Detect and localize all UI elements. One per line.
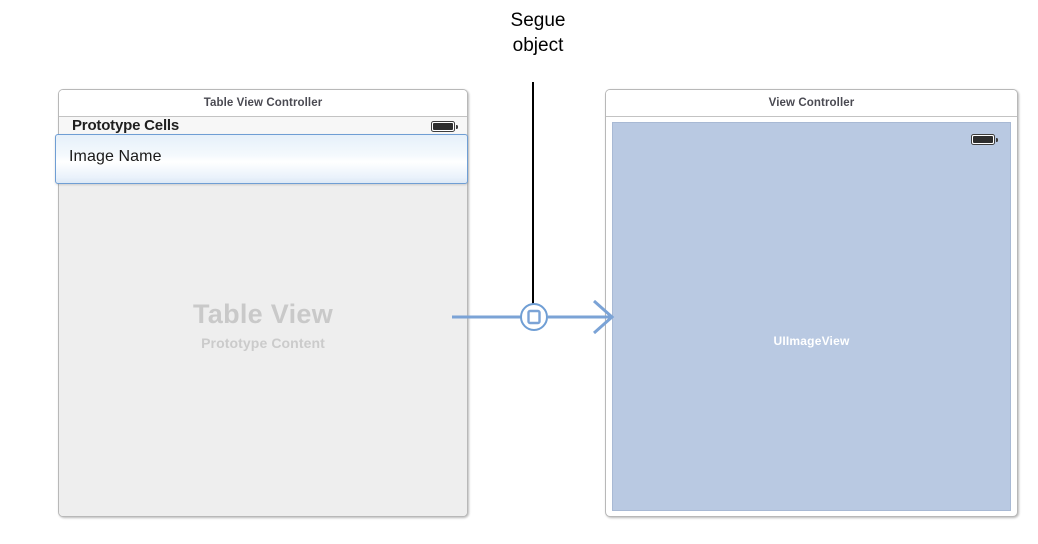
scene-title-label: View Controller <box>768 97 855 109</box>
segue-object-icon <box>527 309 541 325</box>
table-view-content-area[interactable]: Table View Prototype Content <box>59 138 467 516</box>
scene-titlebar-view-controller: View Controller <box>606 90 1017 117</box>
segue-object-circle[interactable] <box>520 303 548 331</box>
table-view-placeholder-title: Table View <box>192 299 334 329</box>
scene-titlebar-table-view-controller: Table View Controller <box>59 90 467 117</box>
prototype-cell-image-name[interactable]: Image Name <box>55 134 468 184</box>
scene-title-label: Table View Controller <box>203 97 323 109</box>
scene-view-controller[interactable]: View Controller UIImageView <box>605 89 1018 517</box>
segue-arrowhead-icon <box>593 299 615 335</box>
callout-leader-line <box>532 82 534 306</box>
prototype-cell-label: Image Name <box>69 148 162 165</box>
uiimageview-region[interactable]: UIImageView <box>612 122 1011 511</box>
callout-label-segue-object: Segue object <box>510 10 566 56</box>
table-view-placeholder-subtitle: Prototype Content <box>201 335 325 351</box>
battery-icon <box>971 134 998 145</box>
segue-connection[interactable] <box>452 294 620 340</box>
scene-body-view-controller: UIImageView <box>606 117 1017 516</box>
uiimageview-label: UIImageView <box>773 334 850 348</box>
battery-icon <box>431 121 458 132</box>
prototype-cells-header: Prototype Cells <box>72 117 180 134</box>
table-view-placeholder: Table View Prototype Content <box>59 299 467 351</box>
